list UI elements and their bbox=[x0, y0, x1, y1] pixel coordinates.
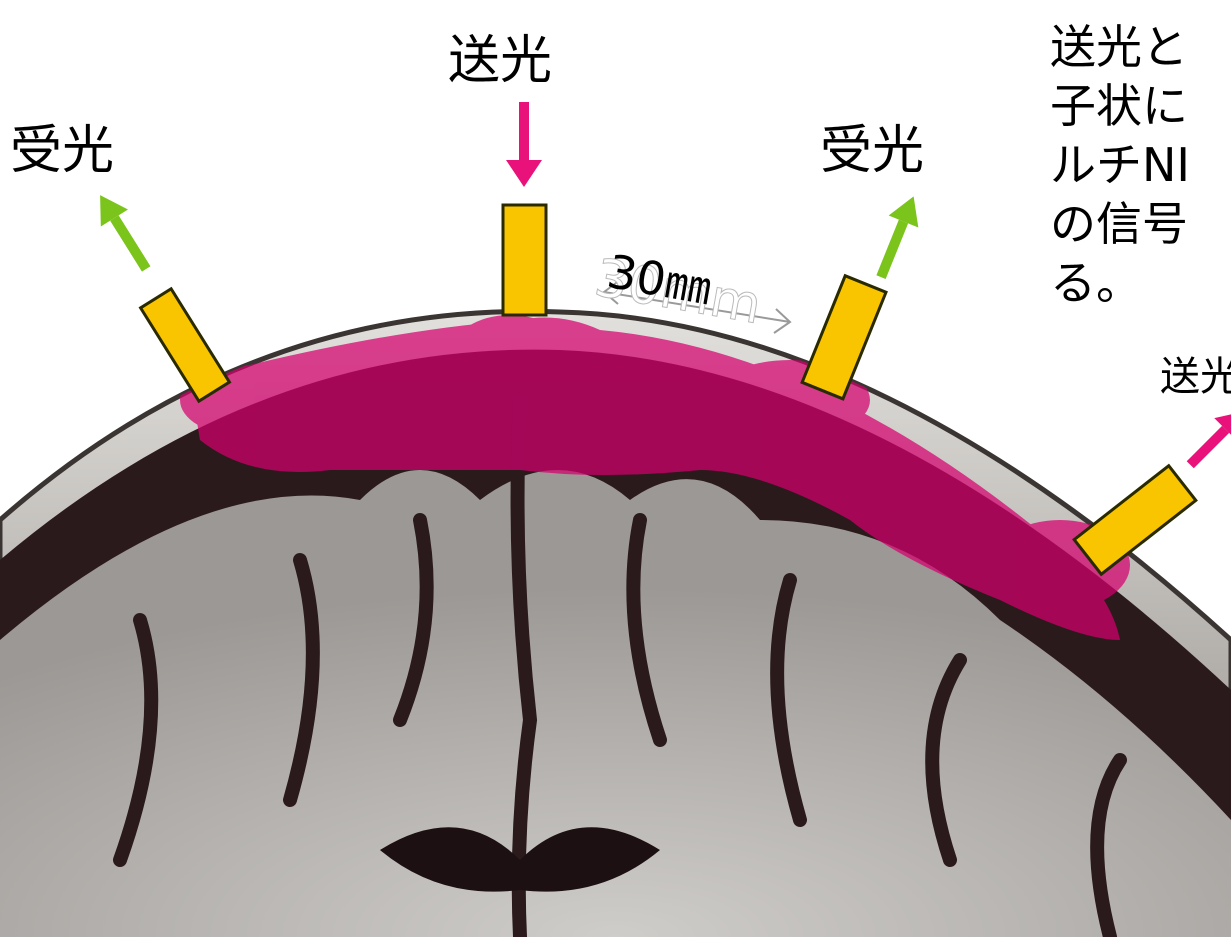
optode-right bbox=[802, 276, 886, 399]
note-line: ルチNI bbox=[1050, 136, 1231, 195]
receive-label-left: 受光 bbox=[10, 125, 114, 177]
optode-top bbox=[503, 205, 546, 315]
description-text: 送光と 子状に ルチNI の信号 る。 bbox=[1050, 18, 1231, 313]
receive-arrow-left bbox=[87, 187, 160, 278]
send-arrow-far bbox=[1179, 400, 1231, 476]
note-line: の信号 bbox=[1050, 195, 1231, 254]
receive-arrow-right bbox=[866, 190, 928, 283]
note-line: 子状に bbox=[1050, 77, 1231, 136]
note-line: る。 bbox=[1050, 254, 1231, 313]
receive-label-right: 受光 bbox=[820, 125, 924, 177]
note-line: 送光と bbox=[1050, 18, 1231, 77]
send-label-far: 送光 bbox=[1160, 357, 1231, 397]
send-label-top: 送光 bbox=[448, 35, 552, 87]
send-arrow-top bbox=[506, 102, 542, 187]
optode-left bbox=[141, 289, 230, 401]
